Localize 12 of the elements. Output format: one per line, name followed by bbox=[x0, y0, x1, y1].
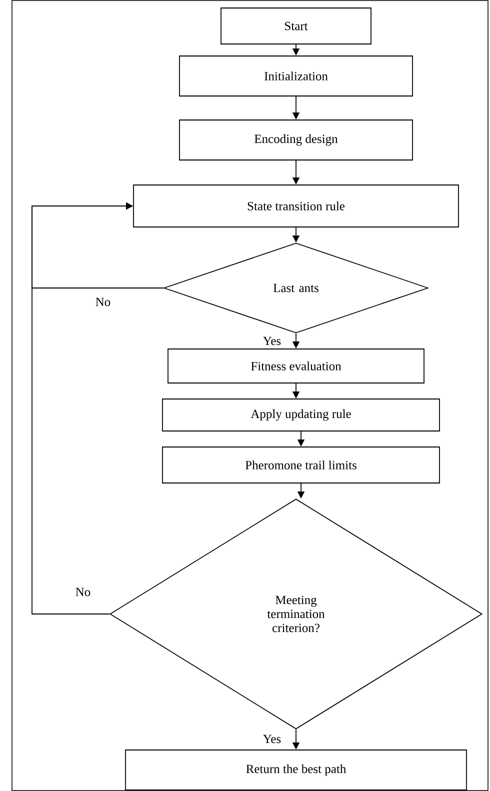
process-box: Encoding design bbox=[179, 120, 413, 160]
process-box: Start bbox=[220, 8, 372, 44]
edge-label: No bbox=[74, 586, 92, 598]
process-box: State transition rule bbox=[133, 184, 459, 228]
edge-label: Yes bbox=[262, 336, 282, 346]
process-box: Apply updating rule bbox=[162, 398, 440, 432]
process-box: Initialization bbox=[179, 56, 413, 96]
edge-label: Yes bbox=[262, 734, 282, 744]
process-box: Return the best path bbox=[125, 750, 467, 790]
process-box: Pheromone trail limits bbox=[162, 446, 440, 484]
process-box: Fitness evaluation bbox=[168, 348, 424, 384]
edge-label: No bbox=[94, 296, 112, 308]
